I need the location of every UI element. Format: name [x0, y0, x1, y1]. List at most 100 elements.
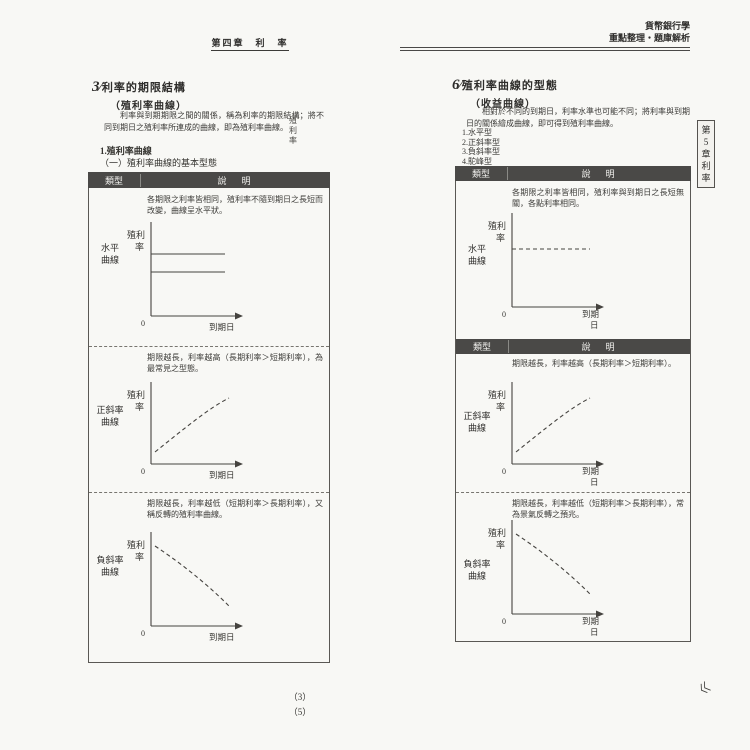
- left-margin-tab: 殖 利 率: [287, 116, 299, 146]
- left-intro-paragraph: 利率與到期期限之間的關係，稱為利率的期限結構；將不同到期日之殖利率所連成的曲線，…: [104, 111, 324, 132]
- y-axis-label: 殖利: [127, 539, 145, 550]
- y-axis-label: 率: [496, 232, 505, 243]
- right-page-header: 貨幣銀行學 重點整理・題庫解析: [470, 20, 690, 44]
- slash-mark: ∕: [99, 80, 102, 95]
- section-subtitle: （收益曲線）: [470, 99, 536, 110]
- x-axis-label: 到期: [582, 309, 599, 319]
- page-number: （5）: [288, 707, 312, 717]
- list-item: 4.駝峰型: [462, 156, 492, 166]
- origin-label: 0: [141, 629, 145, 638]
- table-row-rising-curve: 期限越長，利率越高（長期利率＞短期利率）。 正斜率 曲線 殖利 率 0 到期: [456, 354, 690, 492]
- origin-label: 0: [502, 310, 506, 319]
- falling-yield-curve-chart: 殖利 率 0 到期 日: [488, 520, 604, 637]
- x-axis-arrowhead: [596, 610, 604, 618]
- y-axis-label: 率: [135, 401, 144, 412]
- left-yield-curve-table: 類型 說 明 各期限之利率皆相同，殖利率不隨到期日之長短而改變，曲線呈水平狀。 …: [88, 172, 330, 663]
- page-number-block: （3） （5）: [262, 690, 338, 720]
- edge-tab-char: 率: [701, 173, 711, 183]
- y-axis-label: 殖利: [488, 527, 506, 538]
- type-column-header: 類型: [88, 173, 141, 187]
- origin-label: 0: [502, 617, 506, 626]
- margin-tab-char: 利: [289, 126, 297, 135]
- description-column-header: 說 明: [581, 342, 618, 352]
- y-axis-label: 率: [496, 401, 505, 412]
- right-yield-curve-table: 類型 說 明 各期限之利率皆相同，殖利率與到期日之長短無關，各點利率相同。 水平…: [455, 166, 691, 642]
- x-axis-arrowhead: [596, 460, 604, 468]
- x-axis-label: 到期: [582, 616, 599, 626]
- right-section-heading: 6∕殖利率曲線的型態 （收益曲線）: [452, 76, 662, 110]
- table-header: 類型 說 明: [455, 166, 691, 181]
- list-item: 2.正斜率型: [462, 137, 500, 147]
- x-axis-label: 日: [590, 477, 599, 487]
- row-divider: [89, 492, 329, 493]
- x-axis-arrowhead: [235, 622, 243, 630]
- slash-mark: ∕: [459, 78, 462, 93]
- x-axis-label: 到期: [582, 466, 599, 476]
- table-body: 各期限之利率皆相同，殖利率不隨到期日之長短而改變，曲線呈水平狀。 水平 曲線 殖…: [88, 188, 330, 663]
- type-column-header: 類型: [455, 167, 508, 180]
- x-axis-arrowhead: [235, 460, 243, 468]
- margin-tab-char: 率: [289, 136, 297, 145]
- section-subtitle: （殖利率曲線）: [110, 101, 187, 112]
- label-line: 負斜率: [463, 559, 491, 569]
- row-type-label: 正斜率 曲線: [90, 404, 130, 428]
- header-rule: [400, 47, 690, 51]
- flat-yield-curve-chart: 殖利 率 0 到期 日: [488, 213, 604, 330]
- row-type-label: 水平 曲線: [90, 242, 130, 266]
- label-line: 曲線: [467, 423, 486, 433]
- rising-yield-curve-chart: 殖利 率 0 到期日: [127, 382, 243, 480]
- falling-curve: [515, 533, 591, 595]
- section-number: 6: [452, 77, 460, 93]
- falling-curve: [154, 545, 230, 607]
- y-axis-label: 率: [135, 551, 144, 562]
- page-number: （3）: [288, 692, 312, 702]
- origin-label: 0: [141, 467, 145, 476]
- x-axis-label: 到期日: [209, 470, 235, 480]
- table-row-falling-curve: 期限越長，利率越低（短期利率＞長期利率），又稱反轉的殖利率曲線。 負斜率 曲線 …: [89, 492, 329, 662]
- table-mid-header: 類型 說 明: [456, 339, 690, 354]
- y-axis-label: 殖利: [488, 389, 506, 400]
- left-page-header-text: 第四章 利 率: [211, 38, 289, 51]
- description-column-header: 說 明: [217, 175, 254, 186]
- right-intro-paragraph: 相對於不同的到期日，利率水準也可能不同；將利率與到期日的關係繪成曲線，即可得到殖…: [466, 107, 690, 128]
- label-line: 正斜率: [96, 405, 124, 415]
- x-axis-label: 到期日: [209, 322, 235, 332]
- margin-tab-char: 殖: [289, 116, 297, 125]
- label-line: 曲線: [467, 571, 486, 581]
- table-header: 類型 說 明: [88, 172, 330, 188]
- table-row-flat-curve: 各期限之利率皆相同，殖利率與到期日之長短無關，各點利率相同。 水平 曲線 殖利 …: [456, 181, 690, 339]
- rising-yield-curve-chart: 殖利 率 0 到期 日: [488, 382, 604, 487]
- y-axis-label: 殖利: [127, 389, 145, 400]
- label-line: 負斜率: [96, 555, 124, 565]
- row-type-label: 正斜率 曲線: [457, 410, 497, 434]
- rising-curve: [154, 397, 230, 453]
- table-row-falling-curve: 期限越長，利率越低（短期利率＞長期利率），常為景氣反轉之預兆。 負斜率 曲線 殖…: [456, 492, 690, 641]
- left-page-header: 第四章 利 率: [150, 36, 350, 51]
- origin-label: 0: [141, 319, 145, 328]
- left-section-heading: 3∕利率的期限結構 （殖利率曲線）: [92, 78, 292, 112]
- x-axis-label: 到期日: [209, 632, 235, 642]
- x-axis-arrowhead: [596, 303, 604, 311]
- corner-chevron-marks: 〈〈: [691, 681, 712, 701]
- table-body: 各期限之利率皆相同，殖利率與到期日之長短無關，各點利率相同。 水平 曲線 殖利 …: [455, 181, 691, 642]
- row-divider: [89, 346, 329, 347]
- row-type-label: 水平 曲線: [457, 243, 497, 267]
- table-row-flat-curve: 各期限之利率皆相同，殖利率不隨到期日之長短而改變，曲線呈水平狀。 水平 曲線 殖…: [89, 188, 329, 346]
- list-item: 3.負斜率型: [462, 147, 500, 156]
- book-subtitle: 重點整理・題庫解析: [608, 33, 690, 43]
- y-axis-label: 率: [135, 241, 144, 252]
- label-line: 水平: [100, 243, 119, 253]
- type-column-header: 類型: [456, 340, 509, 353]
- falling-yield-curve-chart: 殖利 率 0 到期日: [127, 532, 243, 642]
- section-title: 利率的期限結構: [101, 82, 186, 94]
- row-description: 各期限之利率皆相同，殖利率不隨到期日之長短而改變，曲線呈水平狀。: [147, 195, 323, 215]
- y-axis-label: 殖利: [488, 220, 506, 231]
- label-line: 曲線: [100, 255, 119, 265]
- label-line: 水平: [467, 244, 486, 254]
- x-axis-label: 日: [590, 627, 599, 637]
- row-description: 期限越長，利率越低（短期利率＞長期利率），又稱反轉的殖利率曲線。: [147, 499, 323, 519]
- flat-yield-curve-chart: 殖利 率 0 到期日: [127, 222, 243, 332]
- book-title: 貨幣銀行學: [644, 21, 690, 31]
- edge-tab-char: 5: [703, 137, 709, 147]
